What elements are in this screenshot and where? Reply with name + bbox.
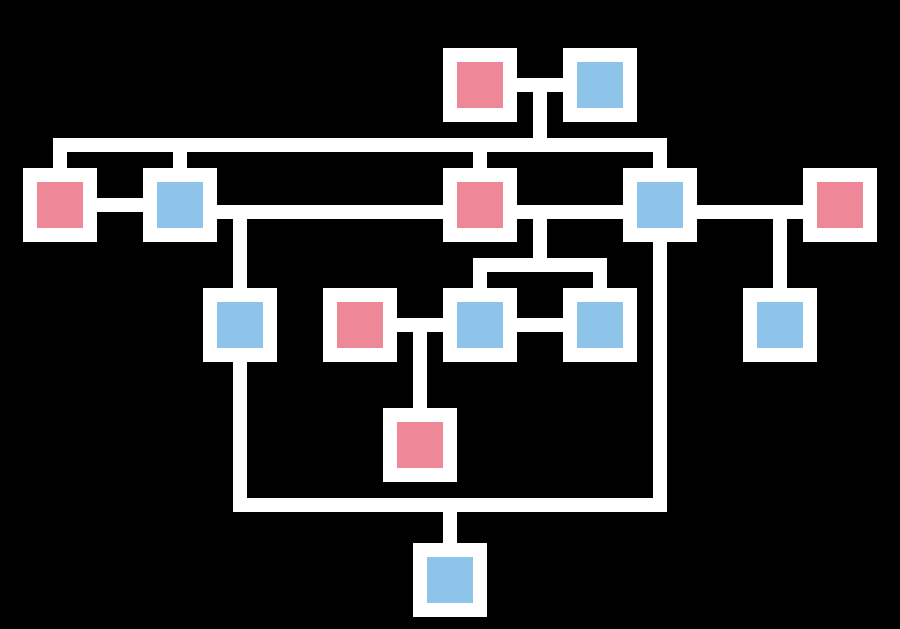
node-n11-blue (563, 288, 637, 362)
node-fill-pink (457, 182, 503, 228)
node-n8-blue (203, 288, 277, 362)
connector-lines (53, 78, 810, 550)
node-fill-blue (637, 182, 683, 228)
node-fill-pink (337, 302, 383, 348)
node-n3-pink (23, 168, 97, 242)
node-fill-pink (397, 422, 443, 468)
node-fill-blue (157, 182, 203, 228)
node-n7-pink (803, 168, 877, 242)
node-fill-pink (457, 62, 503, 108)
node-fill-blue (757, 302, 803, 348)
node-n4-blue (143, 168, 217, 242)
node-n14-blue (413, 543, 487, 617)
diagram-nodes (23, 48, 877, 617)
node-fill-blue (577, 62, 623, 108)
node-fill-blue (217, 302, 263, 348)
node-n9-pink (323, 288, 397, 362)
node-n5-pink (443, 168, 517, 242)
node-n1-pink (443, 48, 517, 122)
node-fill-pink (817, 182, 863, 228)
node-n6-blue (623, 168, 697, 242)
node-fill-blue (577, 302, 623, 348)
node-fill-blue (427, 557, 473, 603)
node-n12-blue (743, 288, 817, 362)
node-fill-pink (37, 182, 83, 228)
node-n10-blue (443, 288, 517, 362)
node-n2-blue (563, 48, 637, 122)
node-fill-blue (457, 302, 503, 348)
node-n13-pink (383, 408, 457, 482)
